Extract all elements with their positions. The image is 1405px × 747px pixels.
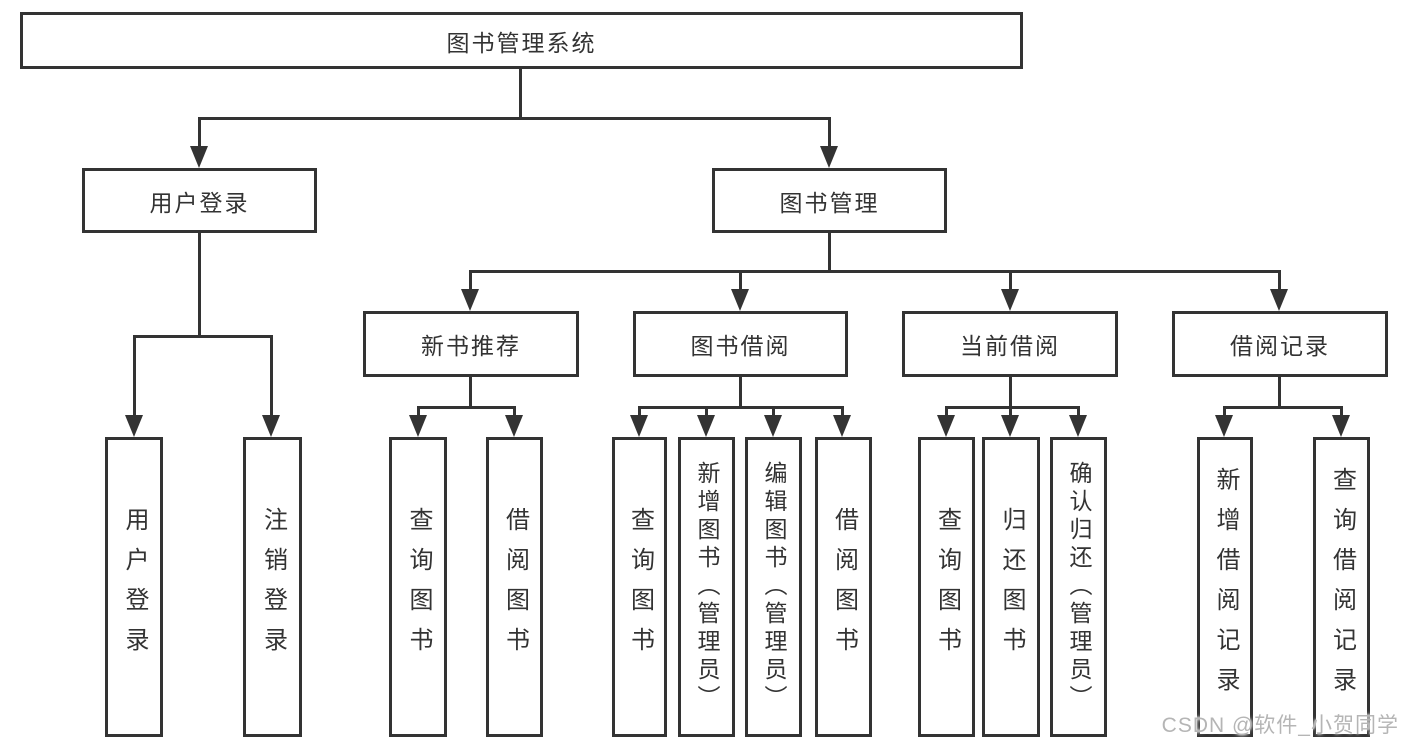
arrowhead xyxy=(630,415,648,437)
connector-line xyxy=(739,270,742,293)
arrowhead xyxy=(1001,289,1019,311)
arrowhead xyxy=(731,289,749,311)
connector-line xyxy=(1077,406,1080,420)
connector-line xyxy=(270,335,273,420)
leaf-query-book-current: 查询图书 xyxy=(918,437,975,737)
leaf-add-borrow-record: 新增借阅记录 xyxy=(1197,437,1253,737)
connector-line xyxy=(828,117,831,150)
leaf-query-book-borrow: 查询图书 xyxy=(612,437,667,737)
connector-line xyxy=(417,406,516,409)
arrowhead xyxy=(1001,415,1019,437)
connector-line xyxy=(198,117,201,150)
connector-line xyxy=(1009,377,1012,406)
arrowhead xyxy=(937,415,955,437)
arrowhead xyxy=(125,415,143,437)
arrowhead xyxy=(1332,415,1350,437)
node-borrow-record: 借阅记录 xyxy=(1172,311,1388,377)
arrowhead xyxy=(461,289,479,311)
arrowhead xyxy=(262,415,280,437)
connector-line xyxy=(469,377,472,406)
leaf-add-book-admin: 新增图书（管理员） xyxy=(678,437,735,737)
node-root: 图书管理系统 xyxy=(20,12,1023,69)
node-book-management: 图书管理 xyxy=(712,168,947,233)
node-current-borrow: 当前借阅 xyxy=(902,311,1118,377)
connector-line xyxy=(841,406,844,420)
connector-line xyxy=(1278,377,1281,406)
arrowhead xyxy=(190,146,208,168)
connector-line xyxy=(198,117,831,120)
arrowhead xyxy=(697,415,715,437)
connector-line xyxy=(1223,406,1343,409)
connector-line xyxy=(513,406,516,420)
leaf-borrow-book: 借阅图书 xyxy=(815,437,872,737)
connector-line xyxy=(1278,270,1281,293)
leaf-edit-book-admin: 编辑图书（管理员） xyxy=(745,437,802,737)
csdn-watermark: CSDN @软件_小贺同学 xyxy=(1161,714,1399,737)
node-new-book-recommend: 新书推荐 xyxy=(363,311,579,377)
connector-line xyxy=(739,377,742,406)
node-book-borrow: 图书借阅 xyxy=(633,311,848,377)
connector-line xyxy=(638,406,641,420)
connector-line xyxy=(469,270,472,293)
connector-line xyxy=(417,406,420,420)
connector-line xyxy=(198,233,201,335)
arrowhead xyxy=(820,146,838,168)
leaf-borrow-book-recommend: 借阅图书 xyxy=(486,437,543,737)
connector-line xyxy=(945,406,948,420)
arrowhead xyxy=(833,415,851,437)
leaf-logout: 注销登录 xyxy=(243,437,302,737)
connector-line xyxy=(1009,270,1012,293)
connector-line xyxy=(1223,406,1226,420)
connector-line xyxy=(1009,406,1012,420)
arrowhead xyxy=(409,415,427,437)
node-user-login: 用户登录 xyxy=(82,168,317,233)
connector-line xyxy=(828,233,831,273)
leaf-confirm-return-admin: 确认归还（管理员） xyxy=(1050,437,1107,737)
arrowhead xyxy=(1270,289,1288,311)
connector-line xyxy=(133,335,273,338)
connector-line xyxy=(638,406,844,409)
leaf-query-book-recommend: 查询图书 xyxy=(389,437,447,737)
leaf-query-borrow-record: 查询借阅记录 xyxy=(1313,437,1370,737)
arrowhead xyxy=(764,415,782,437)
leaf-user-login: 用户登录 xyxy=(105,437,163,737)
connector-line xyxy=(469,270,1281,273)
arrowhead xyxy=(505,415,523,437)
connector-line xyxy=(1340,406,1343,420)
connector-line xyxy=(519,69,522,118)
connector-line xyxy=(945,406,1080,409)
arrowhead xyxy=(1215,415,1233,437)
arrowhead xyxy=(1069,415,1087,437)
connector-line xyxy=(772,406,775,420)
leaf-return-book: 归还图书 xyxy=(982,437,1040,737)
connector-line xyxy=(705,406,708,420)
connector-line xyxy=(133,335,136,420)
